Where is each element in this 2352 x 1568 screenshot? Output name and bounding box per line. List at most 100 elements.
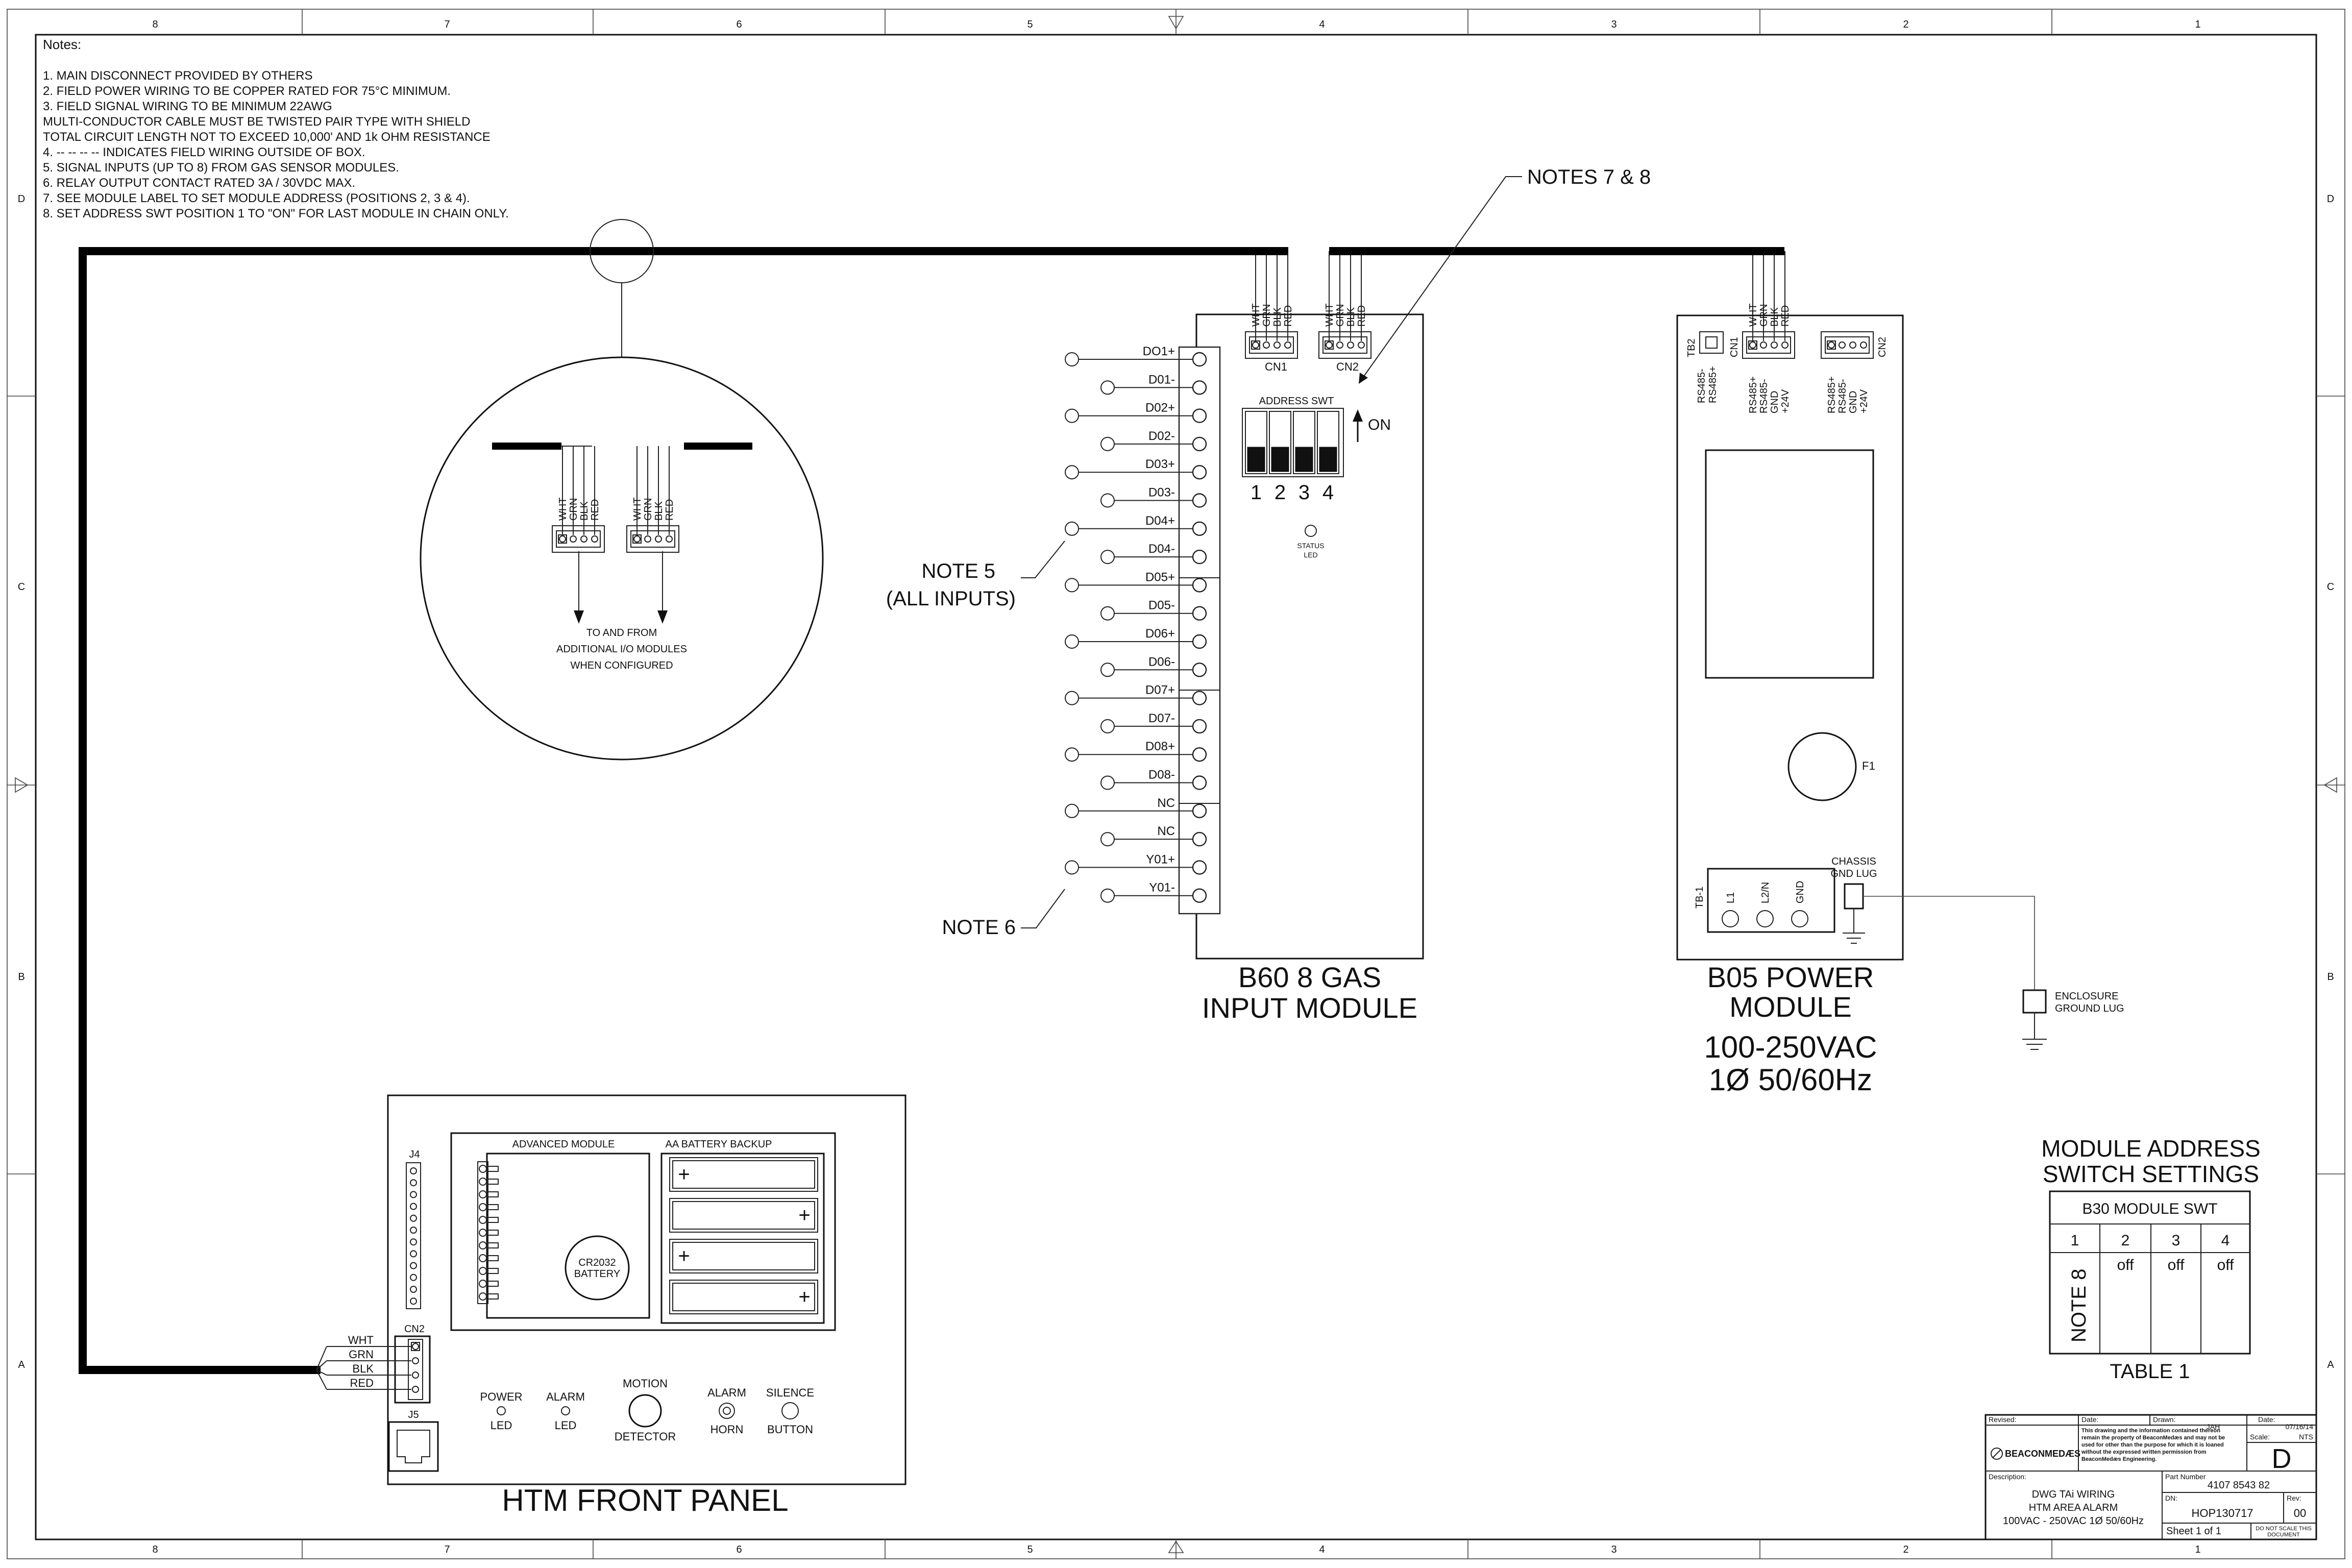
terminal-screw <box>1192 606 1207 621</box>
silence-label-1: SILENCE <box>766 1386 814 1399</box>
connector-pin <box>570 535 577 543</box>
terminal-label: D07- <box>1148 712 1175 725</box>
fp-wire-label: WHT <box>348 1334 374 1346</box>
cn2-pin-label: RS485+ <box>1826 376 1837 413</box>
wire-color-label: BLK <box>1345 307 1357 327</box>
fp-wire-label: RED <box>350 1377 374 1389</box>
terminal-screw <box>1192 493 1207 508</box>
notes-block: Notes: 1. MAIN DISCONNECT PROVIDED BY OT… <box>43 37 509 220</box>
fp-fan-1 <box>316 1346 327 1370</box>
tb-disclaimer-line: without the expressed written permission… <box>2081 1449 2207 1455</box>
terminal-label: D08- <box>1148 768 1175 782</box>
wire-color-label: BLK <box>653 501 665 521</box>
motion-detector <box>628 1394 662 1428</box>
wire-color-label: RED <box>1283 305 1294 327</box>
cn2-pin <box>1839 341 1846 349</box>
connector-housing <box>626 525 679 553</box>
cn2-pin <box>1860 341 1867 349</box>
adv-pin <box>479 1165 487 1173</box>
j4-pin <box>410 1214 417 1222</box>
connector-pin <box>1263 341 1270 349</box>
tb-part: 4107 8543 82 <box>2208 1480 2270 1491</box>
connector-inner <box>1746 336 1791 354</box>
adv-pin-lead <box>486 1293 499 1300</box>
b05-title-2: MODULE <box>1729 991 1852 1023</box>
tb1-terminal <box>1791 910 1808 927</box>
note-line: 8. SET ADDRESS SWT POSITION 1 TO "ON" FO… <box>43 207 509 220</box>
switch-slot <box>1245 411 1267 474</box>
table-heading-1: MODULE ADDRESS <box>2041 1135 2260 1162</box>
zone-col-bottom: 5 <box>1027 1544 1033 1555</box>
terminal-screw <box>1192 549 1207 565</box>
field-terminal <box>1100 606 1115 621</box>
zone-col-top: 3 <box>1611 19 1616 30</box>
adv-pin <box>479 1241 487 1250</box>
field-terminal <box>1100 663 1115 677</box>
zone-row-left: D <box>18 193 25 205</box>
terminal-screw <box>1192 691 1207 705</box>
connector-pin <box>1749 341 1756 349</box>
adv-pin-strip <box>477 1161 488 1304</box>
battery-plus: + <box>798 1286 810 1308</box>
battery-backup-label: AA BATTERY BACKUP <box>666 1139 772 1150</box>
adv-pin <box>479 1267 487 1275</box>
b05-fuse-f1 <box>1787 732 1857 801</box>
aa-battery <box>669 1280 818 1314</box>
zone-row-right: D <box>2327 193 2334 205</box>
aa-battery <box>669 1239 818 1273</box>
adv-pin <box>479 1229 487 1237</box>
callout-note-5-line-2: (ALL INPUTS) <box>886 587 1016 610</box>
terminal-screw <box>1192 831 1207 847</box>
j4-label: J4 <box>409 1149 420 1160</box>
note-line: 5. SIGNAL INPUTS (UP TO 8) FROM GAS SENS… <box>43 161 399 175</box>
j4-pin <box>410 1179 417 1187</box>
b60-title-1: B60 8 GAS <box>1238 961 1381 993</box>
aa-battery-inner <box>672 1242 815 1270</box>
field-cable-main <box>79 247 1254 1374</box>
title-block: Revised: Date: Drawn: JAH Date: 07/16/14… <box>1984 1414 2317 1540</box>
battery-plus: + <box>678 1245 690 1267</box>
detail-arrowhead-right <box>657 610 668 624</box>
front-panel-frame <box>387 1094 906 1485</box>
terminal-screw <box>1192 352 1207 367</box>
detail-large-circle <box>420 356 824 761</box>
adv-pin <box>479 1280 487 1288</box>
tb-rev: 00 <box>2294 1507 2306 1520</box>
cn2-pin <box>412 1343 419 1350</box>
zone-col-bottom: 2 <box>1903 1544 1908 1555</box>
switch-actuator <box>1271 447 1289 472</box>
j4-pin <box>410 1238 417 1246</box>
callout-notes-7-8: NOTES 7 & 8 <box>1359 166 1651 384</box>
tb1-terminal <box>1722 910 1739 927</box>
b60-terminals: DO1+D01-D02+D02-D03+D03-D04+D04-D05+D05-… <box>1065 345 1220 903</box>
j4-pin <box>410 1191 417 1198</box>
cn2-header <box>394 1335 431 1404</box>
terminal-screw <box>1192 888 1207 903</box>
connector-pin <box>633 535 641 543</box>
field-terminal <box>1065 860 1079 875</box>
tb2-label: TB2 <box>1686 338 1697 357</box>
cr2032-label-1: CR2032 <box>578 1257 616 1268</box>
field-terminal <box>1100 719 1115 733</box>
note-line: 3. FIELD SIGNAL WIRING TO BE MINIMUM 22A… <box>43 100 332 113</box>
title-block-frame <box>1984 1414 2317 1540</box>
connector-inner <box>630 530 675 548</box>
b05-cn1-label: CN1 <box>1729 337 1740 357</box>
b60-on-arrowhead <box>1353 409 1363 422</box>
terminal-label: NC <box>1157 824 1175 838</box>
cn2-pin <box>1849 341 1856 349</box>
connector-pin <box>1273 341 1281 349</box>
zone-col-top: 1 <box>2195 19 2200 30</box>
b05-chassis-lug <box>1844 883 1864 910</box>
wire-color-label: GRN <box>1758 304 1770 327</box>
tb-scale-lbl: Scale: <box>2250 1433 2270 1441</box>
tb-revised: Revised: <box>1989 1415 2016 1424</box>
terminal-screw <box>1192 719 1207 734</box>
fp-wire-label: BLK <box>352 1362 374 1375</box>
j4-pin <box>410 1297 417 1305</box>
note-line: 7. SEE MODULE LABEL TO SET MODULE ADDRES… <box>43 191 470 205</box>
zone-col-top: 4 <box>1319 19 1325 30</box>
tb-disclaimer-line: remain the property of BeaconMedæs and m… <box>2081 1435 2225 1441</box>
